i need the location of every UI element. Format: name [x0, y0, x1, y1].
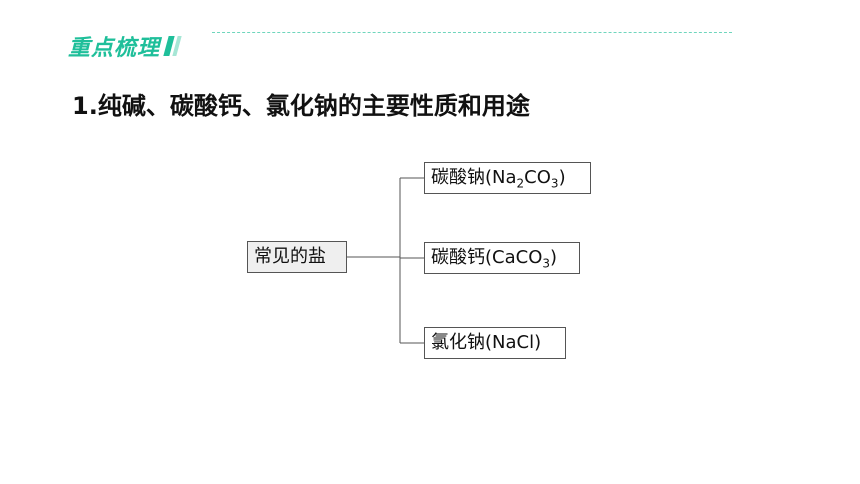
child-node-calcium-carbonate: 碳酸钙(CaCO3)	[424, 242, 580, 274]
formula-part: CO	[524, 167, 551, 188]
formula-part: (NaCl)	[485, 332, 542, 353]
formula-subscript: 2	[516, 176, 525, 191]
root-node: 常见的盐	[247, 241, 347, 273]
header-dashed-divider	[212, 32, 732, 33]
formula-part: )	[558, 167, 566, 188]
node-name: 碳酸钠	[431, 167, 485, 188]
formula-part: (CaCO	[485, 247, 543, 268]
node-name: 氯化钠	[431, 332, 485, 353]
formula-subscript: 3	[550, 176, 559, 191]
child-node-sodium-carbonate: 碳酸钠(Na2CO3)	[424, 162, 591, 194]
section-header: 重点梳理	[68, 30, 182, 62]
page-heading: 1.纯碱、碳酸钙、氯化钠的主要性质和用途	[72, 92, 530, 120]
formula-part: (Na	[485, 167, 517, 188]
section-header-title: 重点梳理	[68, 36, 161, 61]
node-name: 碳酸钙	[431, 247, 485, 268]
formula-subscript: 3	[542, 256, 550, 271]
child-node-sodium-chloride: 氯化钠(NaCl)	[424, 327, 566, 359]
formula-part: )	[550, 247, 558, 268]
